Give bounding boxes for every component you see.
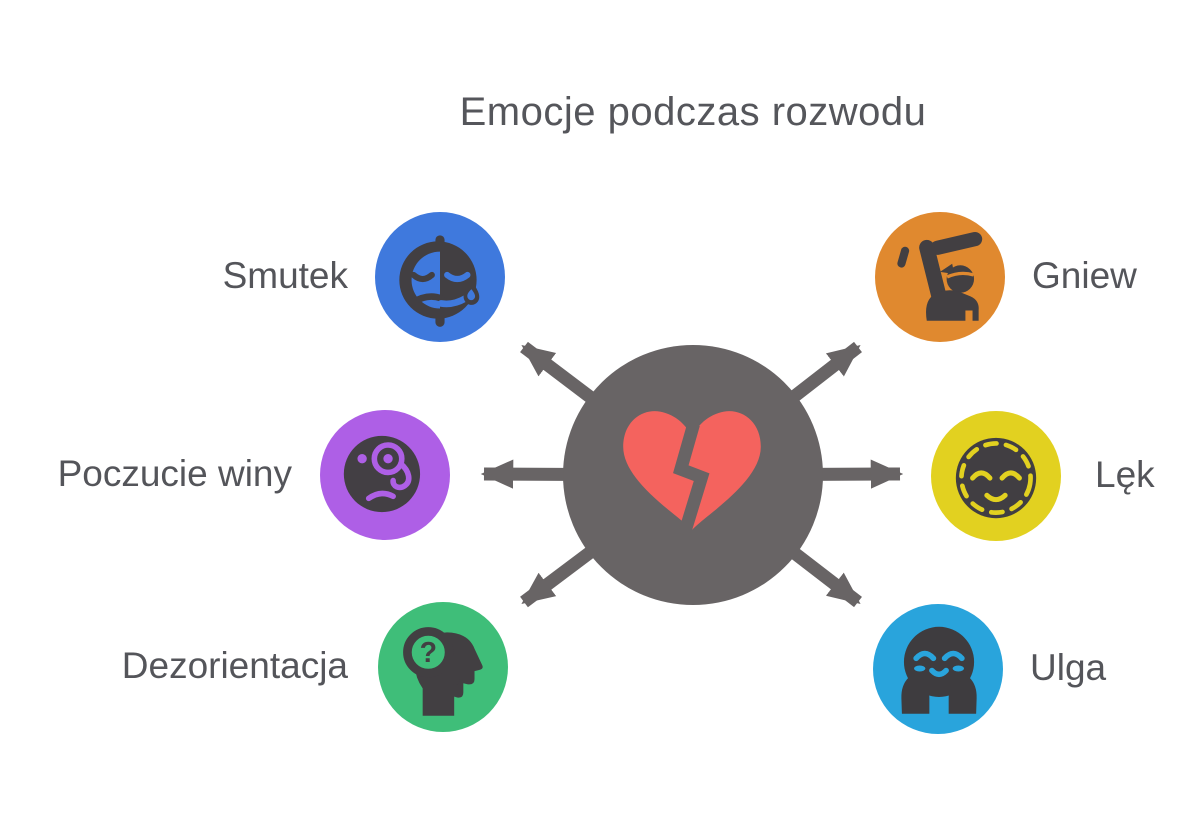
node-label-gniew: Gniew	[1032, 255, 1137, 297]
head-question-magnifier-icon: ?	[403, 627, 483, 716]
node-label-dezorientacja: Dezorientacja	[121, 645, 348, 687]
node-gniew	[875, 212, 1005, 342]
guilty-face-monocle-icon	[343, 435, 421, 513]
node-poczucie-winy	[320, 410, 450, 540]
node-smutek	[375, 212, 505, 342]
node-label-smutek: Smutek	[222, 255, 348, 297]
svg-text:?: ?	[420, 637, 437, 669]
node-label-poczucie-winy: Poczucie winy	[57, 453, 292, 495]
broken-heart-icon	[623, 411, 761, 537]
angry-person-club-icon	[897, 231, 983, 321]
node-ulga	[873, 604, 1003, 734]
diagram-title: Emocje podczas rozwodu	[459, 90, 927, 134]
anxious-dashed-face-icon	[955, 437, 1037, 519]
relieved-face-hands-icon	[901, 626, 977, 714]
node-label-ulga: Ulga	[1030, 647, 1107, 689]
node-label-lek: Lęk	[1095, 454, 1155, 496]
sad-face-tear-icon	[399, 235, 480, 327]
node-dezorientacja: ?	[378, 602, 508, 732]
node-lek	[931, 411, 1061, 541]
